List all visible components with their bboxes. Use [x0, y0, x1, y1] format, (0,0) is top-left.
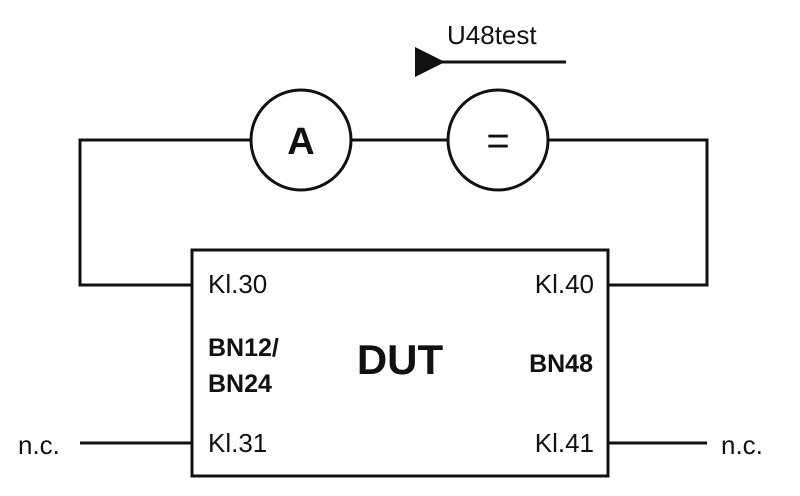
right-network-label: BN48 — [529, 350, 593, 378]
right-loop-wire — [548, 138, 709, 287]
left-network-label-line2: BN24 — [208, 370, 272, 398]
terminal-kl41: Kl.41 — [535, 428, 594, 458]
left-loop-wire — [78, 138, 251, 287]
dut-title: DUT — [357, 336, 444, 383]
dut-box — [190, 248, 610, 478]
dc-source-circle — [446, 88, 550, 192]
dc-source-symbol: = — [486, 119, 509, 163]
left-nc-label: n.c. — [18, 430, 60, 460]
ammeter-circle — [249, 88, 353, 192]
terminal-kl40: Kl.40 — [535, 269, 594, 299]
right-nc-label: n.c. — [721, 430, 763, 460]
terminal-kl31: Kl.31 — [208, 428, 267, 458]
ammeter-symbol: A — [287, 121, 314, 163]
left-network-label-line1: BN12/ — [208, 334, 279, 362]
voltage-label: U48test — [447, 20, 537, 50]
terminal-kl30: Kl.30 — [208, 269, 267, 299]
